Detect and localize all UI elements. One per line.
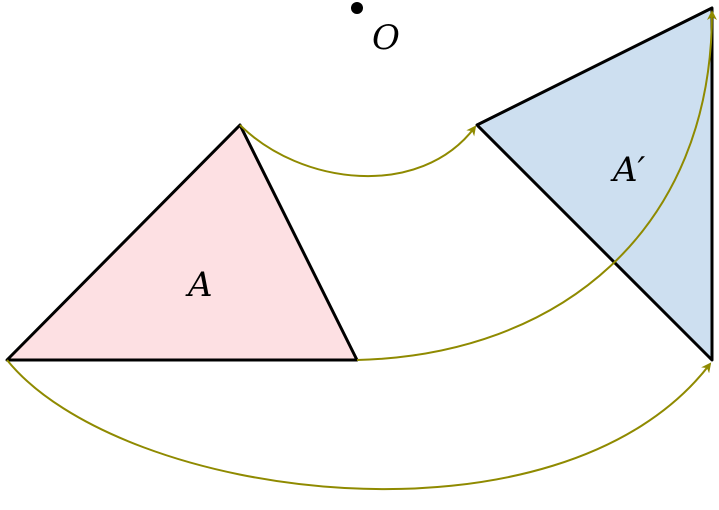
triangle-a (5, 123, 359, 362)
rotation-arc-bottom (6, 359, 712, 491)
triangle-a-prime-label: A′ (610, 150, 646, 190)
rotation-arc-middle (356, 10, 717, 361)
center-point-o (351, 2, 363, 14)
rotation-arc-top (239, 124, 477, 177)
center-label-o: O (372, 18, 400, 58)
triangle-a-prime (475, 6, 714, 362)
triangle-a-label: A (185, 265, 213, 305)
